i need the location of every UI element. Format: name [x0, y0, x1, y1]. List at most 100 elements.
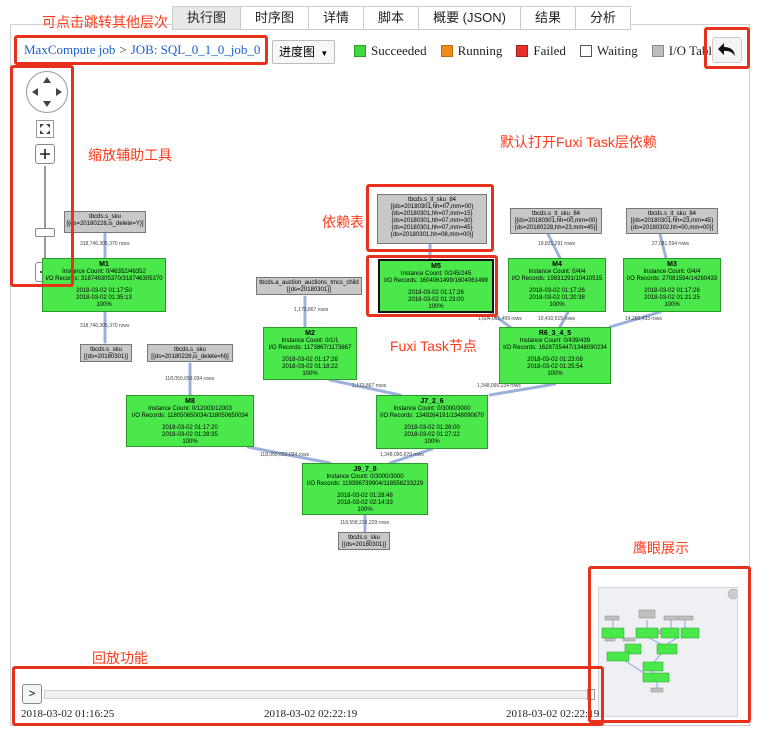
- minimap[interactable]: [598, 587, 738, 717]
- pan-control[interactable]: [26, 71, 68, 113]
- annotation-playback: 回放功能: [92, 650, 148, 666]
- highlight-dependency-table: [366, 184, 494, 252]
- edge-row-count: 1,348,090,670 rows: [380, 452, 424, 458]
- task-node-m8[interactable]: M8 Instance Count: 0/12003/12003 I/O Rec…: [126, 395, 254, 447]
- annotation-default-fuxi: 默认打开Fuxi Task层依赖: [500, 134, 657, 150]
- task-start-time: 2018-03-02 01:23:08: [527, 357, 583, 363]
- playback-start-time: 2018-03-02 01:16:25: [21, 708, 115, 720]
- edge-row-count: 118,050,650,034 rows: [260, 452, 310, 458]
- zoom-slider-track[interactable]: [44, 166, 46, 262]
- highlight-minimap: [588, 566, 751, 723]
- legend-item-waiting: Waiting: [579, 43, 638, 59]
- legend-label: Succeeded: [371, 43, 427, 58]
- table-name: tbcds.s_sku: [90, 347, 122, 353]
- plus-icon: [40, 149, 50, 159]
- highlight-playback: [12, 666, 604, 726]
- task-progress: 100%: [96, 302, 112, 308]
- back-button[interactable]: [712, 37, 742, 63]
- tab-details[interactable]: 详情: [309, 7, 365, 29]
- task-node-j7-2-6[interactable]: J7_2_6 Instance Count: 0/3000/3000 I/O R…: [376, 395, 488, 449]
- table-partition: [{ds=20180301}]: [342, 542, 386, 548]
- table-partition: [{ds=20180301}]: [287, 287, 331, 293]
- io-table-node[interactable]: tbcds.s_sku [{ds=20180301}]: [80, 344, 132, 362]
- task-name: M3: [667, 261, 677, 268]
- breadcrumb: MaxCompute job>JOB: SQL_0_1_0_job_0: [24, 42, 260, 58]
- tab-summary-json[interactable]: 概要 (JSON): [419, 7, 522, 29]
- task-instance-count: Instance Count: 0/4/4: [528, 269, 586, 275]
- task-node-j9-7-8[interactable]: J9_7_8 Instance Count: 0/3000/3000 I/O R…: [302, 463, 428, 515]
- task-instance-count: Instance Count: 0/3000/3000: [393, 406, 471, 412]
- io-table-node[interactable]: tbcds.s_sku [{ds=20180301}]: [338, 532, 390, 550]
- playback-mid-time: 2018-03-02 02:22:19: [264, 708, 358, 720]
- zoom-slider-handle[interactable]: [35, 228, 55, 237]
- table-partition: [{ds=20180228,is_delete=Y}]: [66, 221, 144, 227]
- table-partition: [{ds=20180301,hh=23,mm=45}: [630, 218, 714, 224]
- task-end-time: 2018-03-02 01:21:25: [644, 295, 700, 301]
- task-node-m1[interactable]: M1 Instance Count: 0/46352/46352 I/O Rec…: [42, 258, 166, 312]
- task-io-records: I/O Records: 1173867/1173867: [268, 345, 352, 351]
- task-node-m4[interactable]: M4 Instance Count: 0/4/4 I/O Records: 19…: [508, 258, 606, 312]
- annotation-minimap: 鹰眼展示: [633, 540, 689, 556]
- table-name: tbcds.s_sku: [174, 347, 206, 353]
- edge-m8-j9: [246, 445, 332, 465]
- task-progress: 100%: [428, 304, 444, 310]
- tab-execution-graph[interactable]: 执行图: [173, 7, 242, 29]
- task-progress: 100%: [547, 371, 563, 377]
- tab-analysis[interactable]: 分析: [590, 10, 617, 25]
- task-io-records: I/O Records: 1349264191/1348090670: [380, 413, 484, 419]
- edge-r6-j7: [488, 382, 557, 397]
- task-node-r6-3-4-5[interactable]: R6_3_4_5 Instance Count: 0/439/439 I/O R…: [499, 327, 611, 384]
- io-table-node[interactable]: tbcds.s_sku [{ds=20180228,is_delete=Y}]: [64, 211, 146, 233]
- task-start-time: 2018-03-02 01:28:48: [337, 493, 393, 499]
- tab-script[interactable]: 脚本: [364, 7, 420, 29]
- minimap-close-icon: [727, 588, 737, 600]
- task-end-time: 2018-03-02 01:28:35: [162, 432, 218, 438]
- tab-results[interactable]: 结果: [521, 7, 577, 29]
- io-table-node[interactable]: tbcds.s_it_sku_84 [{ds=20180301,hh=00,mm…: [510, 208, 602, 234]
- tab-timing-chart[interactable]: 时序图: [241, 7, 310, 29]
- io-table-node[interactable]: tbcds.a_auction_auctions_tmcs_child [{ds…: [256, 277, 362, 295]
- task-name: M2: [305, 330, 315, 337]
- playback-slider-handle[interactable]: [587, 689, 595, 700]
- waiting-swatch: [579, 45, 592, 57]
- edge-m2-j7: [328, 378, 402, 397]
- task-end-time: 2018-03-02 01:18:22: [282, 364, 338, 370]
- task-name: M4: [552, 261, 562, 268]
- legend-item-succeeded: Succeeded: [354, 43, 427, 59]
- task-instance-count: Instance Count: 0/245/245: [400, 271, 472, 277]
- running-swatch: [440, 45, 453, 57]
- annotation-zoom-tools: 缩放辅助工具: [88, 147, 172, 163]
- breadcrumb-job-link[interactable]: JOB: SQL_0_1_0_job_0: [130, 42, 261, 57]
- edge-row-count: 10,410,515 rows: [538, 316, 575, 322]
- io-table-node[interactable]: tbcds.s_it_sku_84 [{ds=20180301,hh=23,mm…: [626, 208, 718, 234]
- task-start-time: 2018-03-02 01:17:50: [76, 288, 132, 294]
- table-name: tbcds.s_sku: [89, 214, 121, 220]
- edge-row-count: 318,746,305,370 rows: [80, 323, 130, 329]
- task-node-m2[interactable]: M2 Instance Count: 0/1/1 I/O Records: 11…: [263, 327, 357, 380]
- edge-row-count: 1,173,867 rows: [352, 383, 387, 389]
- legend-label: Failed: [533, 43, 566, 58]
- table-name: tbcds.s_it_sku_84: [531, 211, 581, 217]
- play-button[interactable]: >: [22, 684, 42, 704]
- task-node-m5[interactable]: M5 Instance Count: 0/245/245 I/O Records…: [378, 259, 494, 313]
- playback-timeline-slider[interactable]: [44, 689, 595, 700]
- zoom-in-button[interactable]: [35, 144, 55, 164]
- task-io-records: I/O Records: 1604061499/1604061499: [384, 278, 488, 284]
- task-node-m3[interactable]: M3 Instance Count: 0/4/4 I/O Records: 27…: [623, 258, 721, 312]
- fit-to-screen-button[interactable]: [36, 120, 54, 138]
- task-end-time: 2018-03-02 01:20:38: [529, 295, 585, 301]
- io-table-node[interactable]: tbcds.s_it_sku_84 [{ds=20180301,hh=07,mm…: [377, 194, 487, 244]
- io-table-node[interactable]: tbcds.s_sku [{ds=20180228,is_delete=N}]: [147, 344, 233, 362]
- annotation-fuxi-node: Fuxi Task节点: [390, 338, 477, 354]
- edge-row-count: 1,604,061,499 rows: [478, 316, 522, 322]
- breadcrumb-project-link[interactable]: MaxCompute job: [24, 42, 116, 57]
- task-instance-count: Instance Count: 0/3000/3000: [326, 474, 404, 480]
- task-progress: 100%: [182, 439, 198, 445]
- view-selector-dropdown[interactable]: 进度图 ▼: [272, 40, 336, 64]
- table-partition: [{ds=20180301,hh=07,mm=00}: [390, 204, 474, 210]
- task-start-time: 2018-03-02 01:17:26: [408, 290, 464, 296]
- task-end-time: 2018-03-02 01:25:54: [527, 364, 583, 370]
- io-table-swatch: [651, 45, 664, 57]
- table-partition: {ds=20180301,hh=07,mm=15}: [391, 211, 473, 217]
- task-io-records: I/O Records: 118050650034/118050650034: [131, 413, 249, 419]
